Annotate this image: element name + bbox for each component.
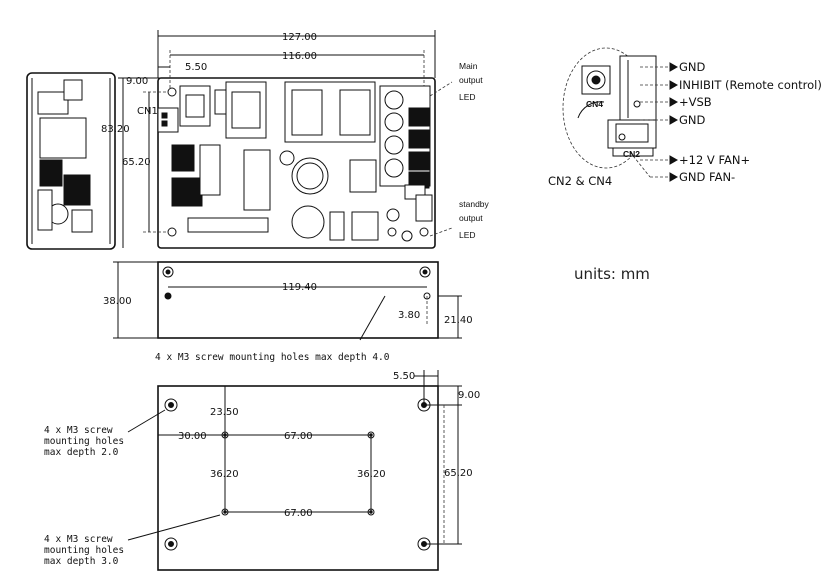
dim-30-00: 30.00 bbox=[178, 431, 207, 442]
note-bottom-line3: max depth 3.0 bbox=[44, 556, 119, 567]
connector-caption: CN2 & CN4 bbox=[548, 174, 612, 188]
pin-gnd-1: GND bbox=[679, 60, 706, 74]
end-view bbox=[26, 72, 116, 250]
dim-38-00: 38.00 bbox=[103, 296, 132, 307]
dim-83-20: 83.20 bbox=[101, 124, 130, 135]
dim-21-40: 21.40 bbox=[444, 315, 473, 326]
dim-67-00-bottom: 67.00 bbox=[284, 508, 313, 519]
main-led-line3: LED bbox=[459, 92, 476, 102]
dim-9-00: 9.00 bbox=[126, 76, 148, 87]
note-bottom-line1: 4 x M3 screw bbox=[44, 534, 113, 545]
note-bottom-line2: mounting holes bbox=[44, 545, 124, 556]
dim-65-20-bottom: 65.20 bbox=[444, 468, 473, 479]
dim-36-20-left: 36.20 bbox=[210, 469, 239, 480]
dim-36-20-right: 36.20 bbox=[357, 469, 386, 480]
standby-led-line2: output bbox=[459, 213, 483, 223]
dim-119-40: 119.40 bbox=[282, 282, 317, 293]
pin-vsb: +VSB bbox=[679, 95, 712, 109]
note-top-line2: mounting holes bbox=[44, 436, 124, 447]
standby-led-line1: standby bbox=[459, 199, 490, 209]
note-top-line1: 4 x M3 screw bbox=[44, 425, 113, 436]
side-view bbox=[113, 261, 462, 341]
cn1-label: CN1 bbox=[137, 106, 158, 117]
connector-detail bbox=[562, 47, 679, 182]
dim-65-20: 65.20 bbox=[122, 157, 151, 168]
cn2-label: CN2 bbox=[623, 149, 640, 159]
top-view bbox=[118, 30, 453, 249]
dim-5-50: 5.50 bbox=[185, 62, 207, 73]
dim-116: 116.00 bbox=[282, 51, 317, 62]
dim-23-50: 23.50 bbox=[210, 407, 239, 418]
bottom-view bbox=[127, 370, 462, 571]
dim-67-00-top: 67.00 bbox=[284, 431, 313, 442]
main-led-line2: output bbox=[459, 75, 483, 85]
cn4-label: CN4 bbox=[586, 99, 603, 109]
units-label: units: mm bbox=[574, 265, 650, 283]
dim-127: 127.00 bbox=[282, 32, 317, 43]
pin-fan-plus: +12 V FAN+ bbox=[679, 153, 750, 167]
pin-gnd-2: GND bbox=[679, 113, 706, 127]
pin-inhibit: INHIBIT (Remote control) bbox=[679, 78, 821, 92]
pin-fan-minus: GND FAN- bbox=[679, 170, 735, 184]
dim-9-00-bottom: 9.00 bbox=[458, 390, 480, 401]
note-top-line3: max depth 2.0 bbox=[44, 447, 119, 458]
side-note: 4 x M3 screw mounting holes max depth 4.… bbox=[155, 352, 390, 363]
main-led-line1: Main bbox=[459, 61, 478, 71]
standby-led-line3: LED bbox=[459, 230, 476, 240]
dim-5-50-bottom: 5.50 bbox=[393, 371, 415, 382]
dim-3-80: 3.80 bbox=[398, 310, 420, 321]
